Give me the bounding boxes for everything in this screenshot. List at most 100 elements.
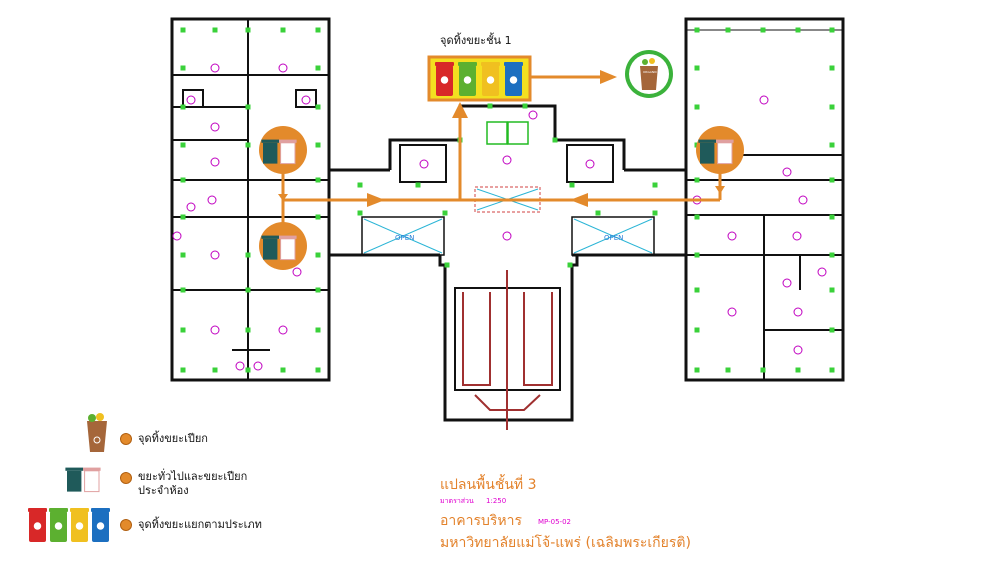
legend-general-wet-line2: ประจำห้อง xyxy=(138,484,189,497)
column xyxy=(694,252,700,258)
column xyxy=(829,104,835,110)
column xyxy=(760,27,766,33)
room-marker xyxy=(798,195,808,205)
sorted-waste-station xyxy=(427,55,532,102)
legend-general-wet-line1: ขยะทั่วไปและขยะเปียก xyxy=(138,470,248,483)
column xyxy=(315,287,321,293)
room-marker xyxy=(207,195,217,205)
legend-bullet xyxy=(120,433,132,445)
column xyxy=(315,367,321,373)
room-marker xyxy=(292,267,302,277)
room-marker xyxy=(792,231,802,241)
column xyxy=(180,287,186,293)
column xyxy=(795,367,801,373)
room-marker xyxy=(727,307,737,317)
legend-general-wet: ขยะทั่วไปและขยะเปียก ประจำห้อง xyxy=(120,470,247,498)
room-marker xyxy=(210,63,220,73)
column xyxy=(245,142,251,148)
room-marker xyxy=(782,167,792,177)
room-marker xyxy=(278,325,288,335)
column xyxy=(694,104,700,110)
column xyxy=(694,367,700,373)
legend-sorted-waste: จุดทิ้งขยะแยกตามประเภท xyxy=(120,518,262,532)
column xyxy=(315,27,321,33)
column xyxy=(180,367,186,373)
column xyxy=(552,137,558,143)
column xyxy=(315,177,321,183)
column xyxy=(442,210,448,216)
recycle-bin xyxy=(504,62,523,96)
legend-sorted-waste-text: จุดทิ้งขยะแยกตามประเภท xyxy=(138,518,262,531)
column xyxy=(829,142,835,148)
column xyxy=(245,27,251,33)
room-marker xyxy=(210,250,220,260)
room-marker xyxy=(528,110,538,120)
room-marker xyxy=(793,307,803,317)
organic-text: ORGANIC xyxy=(643,70,657,74)
room-marker xyxy=(210,157,220,167)
open-voids xyxy=(363,186,653,254)
room-marker xyxy=(817,267,827,277)
column xyxy=(760,367,766,373)
room-marker xyxy=(727,231,737,241)
route-arrows xyxy=(278,70,725,207)
room-marker xyxy=(210,325,220,335)
column xyxy=(180,177,186,183)
column xyxy=(829,367,835,373)
column xyxy=(180,252,186,258)
room-marker xyxy=(793,345,803,355)
column xyxy=(567,262,573,268)
column xyxy=(315,142,321,148)
column xyxy=(694,177,700,183)
column xyxy=(315,214,321,220)
column xyxy=(829,252,835,258)
room-marker xyxy=(782,278,792,288)
university-name: มหาวิทยาลัยแม่โจ้-แพร่ (เฉลิมพระเกียรติ) xyxy=(440,535,691,551)
room-marker xyxy=(186,95,196,105)
trash-pair-icon xyxy=(65,467,101,493)
column xyxy=(829,65,835,71)
legend-wet-waste: จุดทิ้งขยะเปียก xyxy=(120,432,208,446)
plan-title: แปลนพื้นชั้นที่ 3 xyxy=(440,477,537,493)
column xyxy=(694,287,700,293)
column xyxy=(315,327,321,333)
legend-organic-icon xyxy=(87,413,107,452)
column xyxy=(694,27,700,33)
column xyxy=(212,27,218,33)
column xyxy=(652,210,658,216)
room-marker xyxy=(278,63,288,73)
column xyxy=(694,327,700,333)
column xyxy=(180,327,186,333)
column xyxy=(595,210,601,216)
column xyxy=(180,142,186,148)
porch-ramp xyxy=(462,270,553,430)
column xyxy=(180,65,186,71)
column xyxy=(829,27,835,33)
legend-sorted-bins xyxy=(28,508,110,542)
column xyxy=(245,327,251,333)
building-name: อาคารบริหาร xyxy=(440,513,523,529)
scale-label: มาตราส่วน xyxy=(440,497,474,505)
column xyxy=(315,252,321,258)
room-marker xyxy=(210,122,220,132)
recycle-bin xyxy=(49,508,68,542)
trash-pair-icon xyxy=(261,235,297,261)
column xyxy=(569,182,575,188)
column xyxy=(245,252,251,258)
room-marker xyxy=(585,159,595,169)
waste-route xyxy=(281,75,722,230)
column xyxy=(444,262,450,268)
room-marker xyxy=(502,155,512,165)
legend-wet-waste-text: จุดทิ้งขยะเปียก xyxy=(138,432,208,445)
column xyxy=(280,27,286,33)
column xyxy=(829,327,835,333)
column xyxy=(180,27,186,33)
column xyxy=(245,367,251,373)
room-marker xyxy=(186,202,196,212)
open-label-right: OPEN xyxy=(604,234,623,242)
scale-line: มาตราส่วน 1:250 xyxy=(440,496,506,507)
column xyxy=(415,182,421,188)
trash-pair-icon xyxy=(698,139,734,165)
recycle-bin xyxy=(91,508,110,542)
column xyxy=(245,104,251,110)
